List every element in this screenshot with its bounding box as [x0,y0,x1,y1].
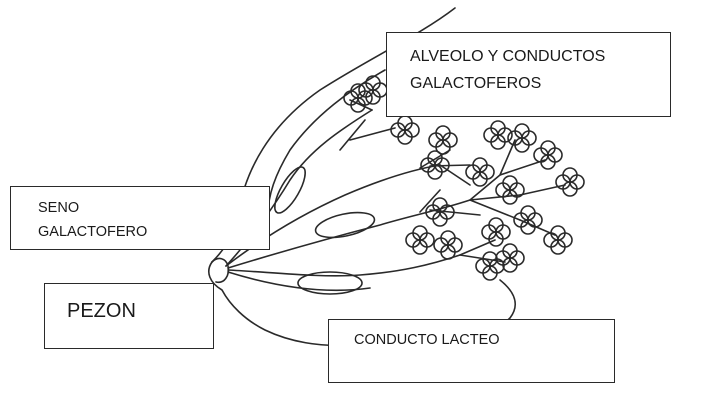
lobule [429,126,457,154]
label-alveolo-line2: GALACTOFEROS [410,70,670,97]
label-seno-galactofero: SENO GALACTOFERO [10,186,270,250]
branch-c [470,175,520,220]
label-alveolo-conductos: ALVEOLO Y CONDUCTOS GALACTOFEROS [386,32,671,117]
lobule [484,121,512,149]
lobule [496,244,524,272]
label-seno-line2: GALACTOFERO [38,220,269,244]
lobule [434,231,462,259]
lobule [482,218,510,246]
lobule [391,116,419,144]
label-pezon: PEZON [44,283,214,349]
lobule [406,226,434,254]
label-pezon-text: PEZON [67,298,213,324]
lobule [534,141,562,169]
lobule [556,168,584,196]
sinus-middle [313,208,376,242]
lobule [544,226,572,254]
label-conducto-lacteo: CONDUCTO LACTEO [328,319,615,383]
lobule [476,252,504,280]
sinus-upper [269,163,311,217]
nipple-outline [212,259,228,283]
label-seno-line1: SENO [38,196,269,220]
label-alveolo-line1: ALVEOLO Y CONDUCTOS [410,43,670,70]
lobule [496,176,524,204]
label-conducto-lacteo-text: CONDUCTO LACTEO [354,330,614,350]
lobule [466,158,494,186]
